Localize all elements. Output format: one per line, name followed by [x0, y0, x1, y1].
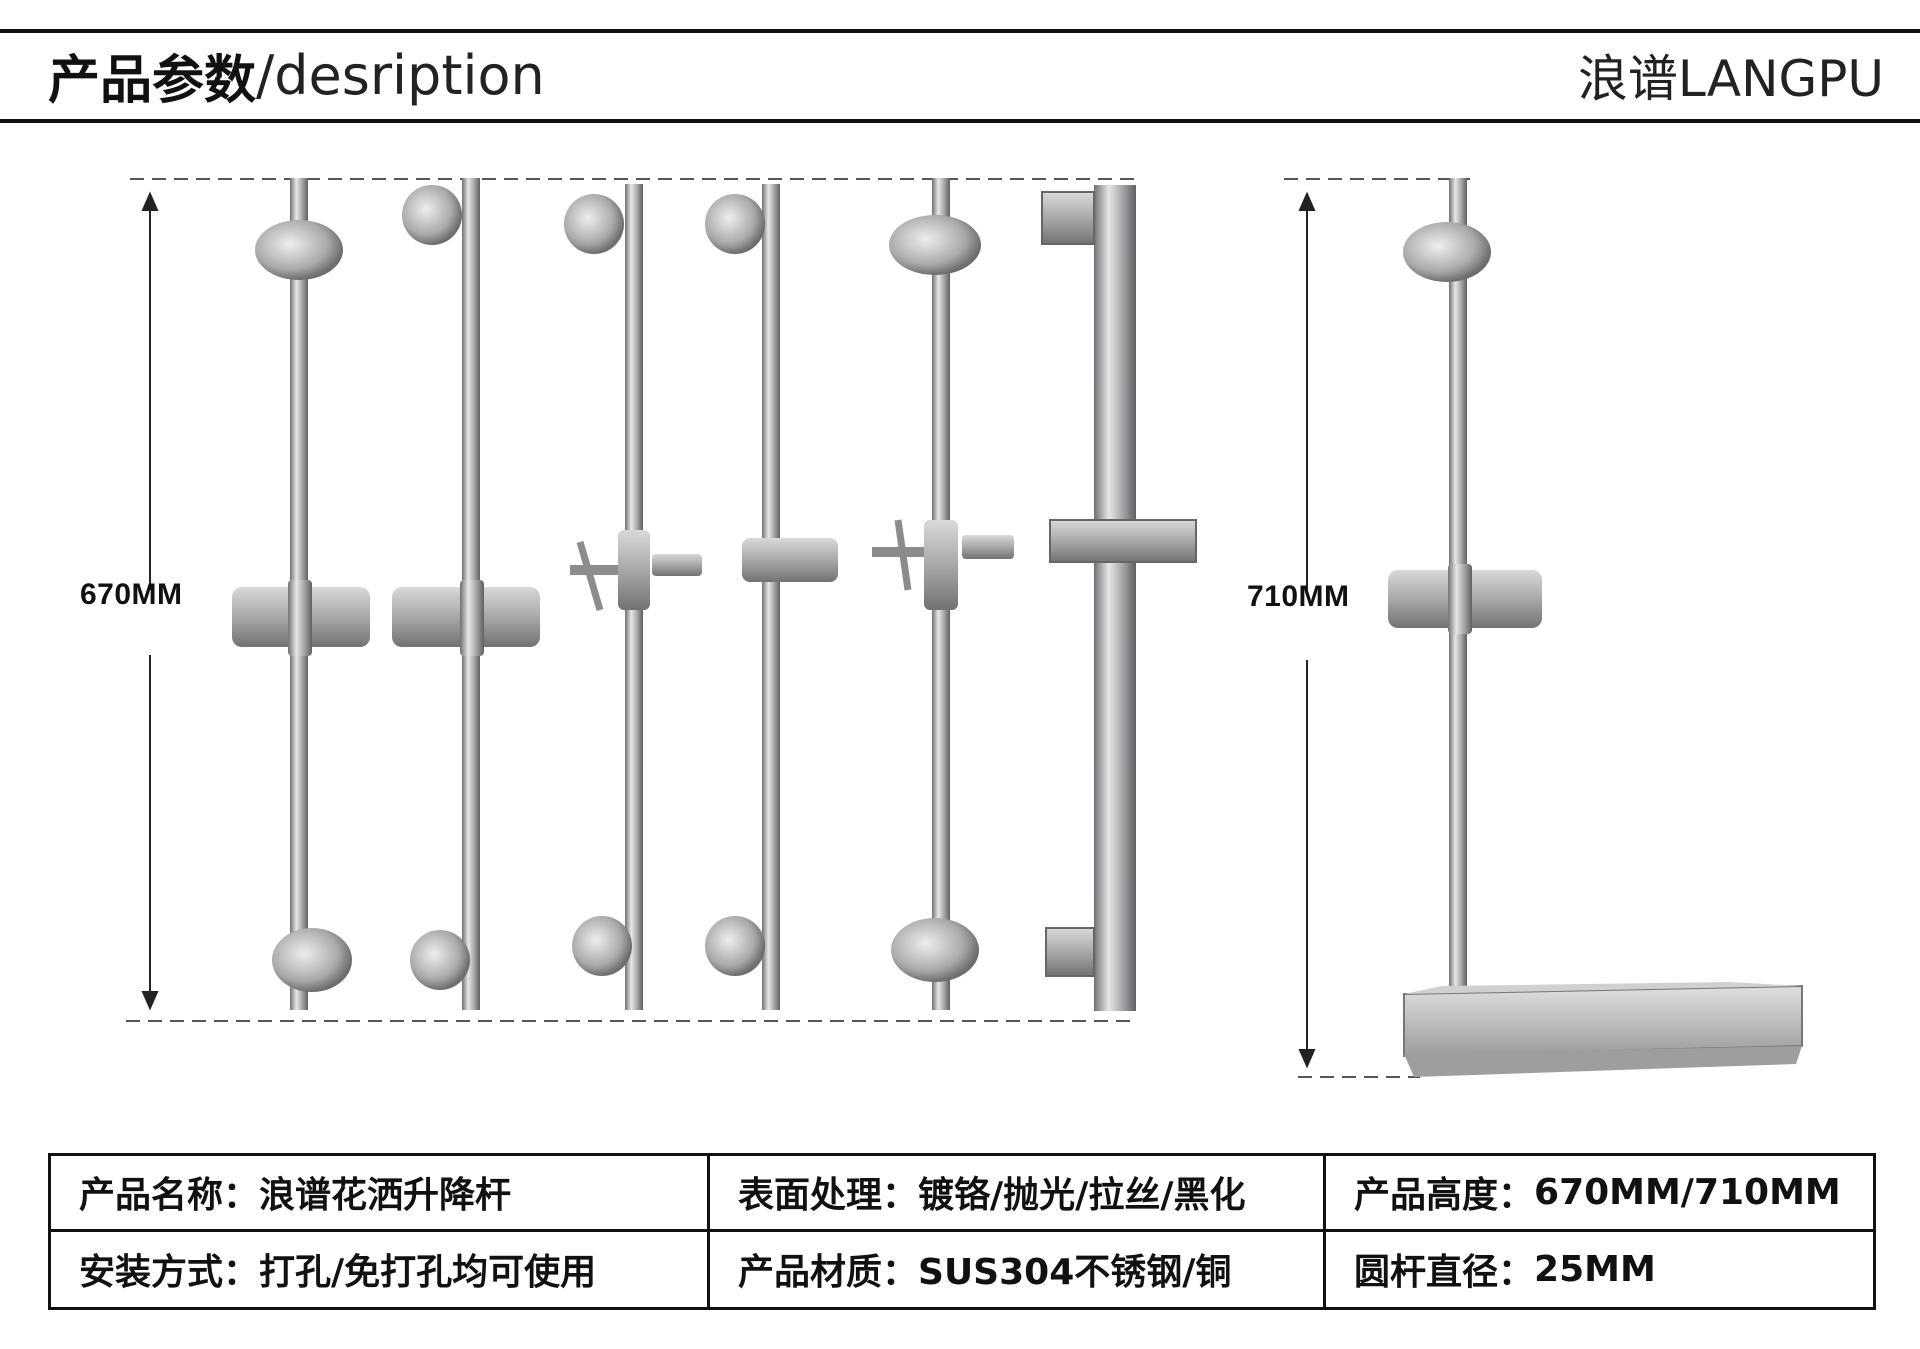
spec-value: 浪谱花洒升降杆 [259, 1175, 512, 1217]
spec-cell-height: 产品高度：670MM/710MM [1326, 1156, 1873, 1232]
header-top-rule [0, 29, 1920, 33]
shower-rails-illustration [126, 178, 1803, 1078]
spec-value: 镀铬/抛光/拉丝/黑化 [918, 1175, 1246, 1217]
spec-value: 打孔/免打孔均可使用 [259, 1252, 597, 1294]
spec-label: 产品名称： [79, 1175, 260, 1217]
dimension-arrow-right [1298, 191, 1316, 1069]
title-english: /desription [256, 43, 545, 107]
spec-cell-surface-finish: 表面处理：镀铬/抛光/拉丝/黑化 [710, 1156, 1326, 1232]
spec-cell-diameter: 圆杆直径：25MM [1326, 1232, 1873, 1308]
spec-label: 产品高度： [1354, 1175, 1535, 1217]
spec-label: 产品材质： [738, 1252, 919, 1294]
spec-label: 表面处理： [738, 1175, 919, 1217]
spec-table: 产品名称：浪谱花洒升降杆 表面处理：镀铬/抛光/拉丝/黑化 产品高度：670MM… [48, 1153, 1876, 1310]
rail-1 [232, 178, 370, 1010]
spec-label: 安装方式： [79, 1252, 260, 1294]
spec-label: 圆杆直径： [1354, 1252, 1535, 1294]
product-figure: 670MM 710MM [0, 150, 1920, 1100]
rail-5 [872, 178, 1014, 1010]
dimension-arrow-left [141, 191, 159, 1011]
title-chinese: 产品参数 [48, 50, 257, 111]
brand-name: 浪谱LANGPU [1577, 50, 1884, 108]
rail-4 [705, 184, 838, 1010]
rail-3 [564, 184, 702, 1010]
spec-cell-product-name: 产品名称：浪谱花洒升降杆 [51, 1156, 710, 1232]
header-bottom-rule [0, 119, 1920, 123]
rail-2 [392, 178, 540, 1010]
dimension-label-710: 710MM [1247, 580, 1350, 613]
spec-value: 670MM/710MM [1534, 1171, 1841, 1213]
dimension-label-670: 670MM [80, 578, 183, 611]
spec-cell-installation: 安装方式：打孔/免打孔均可使用 [51, 1231, 710, 1307]
spec-value: SUS304不锈钢/铜 [918, 1252, 1232, 1294]
spec-value: 25MM [1534, 1248, 1656, 1290]
dimension-guides-left [126, 178, 1140, 1022]
page-title: 产品参数/desription [48, 40, 545, 111]
spec-cell-material: 产品材质：SUS304不锈钢/铜 [710, 1231, 1326, 1307]
dimension-guides-right [1284, 178, 1470, 1078]
rail-6-square [1041, 185, 1197, 1011]
rail-with-shelf [1388, 178, 1803, 1077]
